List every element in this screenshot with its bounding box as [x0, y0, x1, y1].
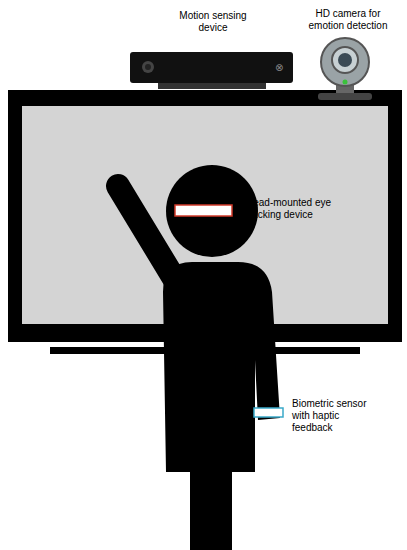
- eye-tracker-label: Head-mounted eye tracking device: [246, 197, 341, 221]
- camera-base: [318, 93, 372, 100]
- camera-lens: [338, 53, 352, 67]
- person-body: [163, 262, 280, 550]
- camera-led: [343, 80, 348, 85]
- sensor-lens-inner: [145, 64, 151, 70]
- device-label: Motion sensing device: [168, 10, 258, 34]
- eye-tracker-band: [175, 205, 232, 216]
- biometric-label: Biometric sensor with haptic feedback: [292, 398, 382, 434]
- motion-sensor: [130, 52, 293, 83]
- sensor-lens: [142, 61, 154, 73]
- sensor-base: [158, 83, 266, 89]
- biometric-band: [254, 408, 283, 417]
- camera-body: [321, 38, 369, 86]
- camera-label: HD camera for emotion detection: [303, 8, 393, 32]
- camera-lens-ring: [332, 47, 358, 73]
- sensor-logo: ⊗: [275, 62, 283, 73]
- person-head: [166, 165, 258, 257]
